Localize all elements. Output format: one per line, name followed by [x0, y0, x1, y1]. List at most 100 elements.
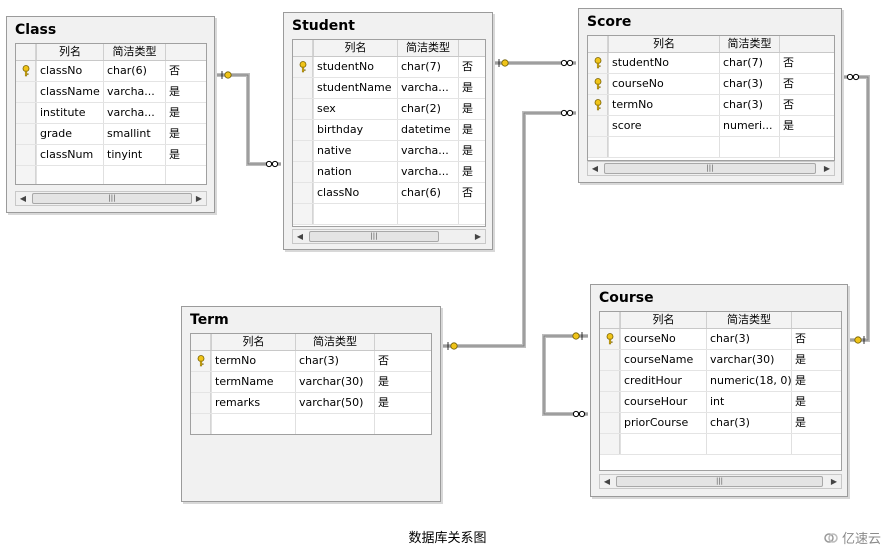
- cell-nullable[interactable]: [165, 166, 206, 184]
- cell-name[interactable]: courseHour: [620, 392, 706, 412]
- cell-nullable[interactable]: 是: [165, 103, 206, 123]
- cell-type[interactable]: char(3): [706, 329, 791, 349]
- table-score[interactable]: Score 列名简洁类型可为空值studentNochar(7)否courseN…: [578, 8, 842, 183]
- cell-name[interactable]: [313, 204, 397, 224]
- row-selector[interactable]: [293, 120, 313, 140]
- type-header[interactable]: 简洁类型: [706, 312, 791, 328]
- cell-name[interactable]: studentName: [313, 78, 397, 98]
- cell-nullable[interactable]: 是: [458, 141, 485, 161]
- cell-type[interactable]: varchar(30): [706, 350, 791, 370]
- row-selector[interactable]: [16, 145, 36, 165]
- cell-type[interactable]: [103, 166, 165, 184]
- cell-nullable[interactable]: 否: [779, 53, 834, 73]
- row-selector[interactable]: [16, 166, 36, 184]
- cell-nullable[interactable]: [374, 414, 431, 434]
- row-selector[interactable]: [293, 78, 313, 98]
- nullable-header[interactable]: 可为空值: [458, 40, 485, 56]
- row-selector[interactable]: [16, 103, 36, 123]
- cell-type[interactable]: smallint: [103, 124, 165, 144]
- scroll-left-arrow[interactable]: ◀: [19, 194, 27, 203]
- row-selector[interactable]: [588, 53, 608, 73]
- cell-type[interactable]: char(3): [706, 413, 791, 433]
- cell-nullable[interactable]: 是: [458, 162, 485, 182]
- cell-name[interactable]: institute: [36, 103, 103, 123]
- cell-nullable[interactable]: [779, 137, 834, 157]
- cell-type[interactable]: char(6): [397, 183, 458, 203]
- table-class[interactable]: Class 列名简洁类型可为空值classNochar(6)否className…: [6, 16, 215, 213]
- row-selector[interactable]: [600, 350, 620, 370]
- cell-type[interactable]: varcha...: [103, 103, 165, 123]
- row-selector[interactable]: [293, 162, 313, 182]
- type-header[interactable]: 简洁类型: [295, 334, 374, 350]
- cell-name[interactable]: priorCourse: [620, 413, 706, 433]
- cell-type[interactable]: char(7): [719, 53, 779, 73]
- cell-type[interactable]: varcha...: [397, 162, 458, 182]
- empty-row[interactable]: [191, 414, 431, 434]
- cell-name[interactable]: creditHour: [620, 371, 706, 391]
- scroll-right-arrow[interactable]: ▶: [474, 232, 482, 241]
- cell-name[interactable]: [36, 166, 103, 184]
- row-selector[interactable]: [588, 116, 608, 136]
- cell-nullable[interactable]: 是: [458, 120, 485, 140]
- cell-nullable[interactable]: 否: [374, 351, 431, 371]
- cell-name[interactable]: termName: [211, 372, 295, 392]
- row-selector[interactable]: [191, 414, 211, 434]
- horizontal-scrollbar[interactable]: ◀ ||| ▶: [15, 191, 207, 206]
- cell-nullable[interactable]: 否: [458, 57, 485, 77]
- row-selector[interactable]: [191, 351, 211, 371]
- table-course[interactable]: Course 列名简洁类型可为空值courseNochar(3)否courseN…: [590, 284, 848, 497]
- horizontal-scrollbar[interactable]: ◀ ||| ▶: [292, 229, 486, 244]
- cell-name[interactable]: nation: [313, 162, 397, 182]
- cell-name[interactable]: termNo: [211, 351, 295, 371]
- cell-nullable[interactable]: [458, 204, 485, 224]
- row-selector[interactable]: [293, 141, 313, 161]
- empty-row[interactable]: [588, 137, 834, 158]
- cell-type[interactable]: char(7): [397, 57, 458, 77]
- cell-nullable[interactable]: 是: [791, 371, 841, 391]
- column-name-header[interactable]: 列名: [608, 36, 719, 52]
- row-selector[interactable]: [293, 57, 313, 77]
- row-selector[interactable]: [588, 74, 608, 94]
- row-selector[interactable]: [600, 413, 620, 433]
- cell-name[interactable]: [608, 137, 719, 157]
- column-name-header[interactable]: 列名: [211, 334, 295, 350]
- cell-type[interactable]: char(6): [103, 61, 165, 81]
- cell-type[interactable]: varcha...: [397, 141, 458, 161]
- row-selector[interactable]: [588, 95, 608, 115]
- cell-name[interactable]: classNo: [313, 183, 397, 203]
- nullable-header[interactable]: 可为空值: [779, 36, 834, 52]
- scroll-thumb[interactable]: |||: [616, 476, 823, 487]
- cell-name[interactable]: [620, 434, 706, 454]
- nullable-header[interactable]: 可为空值: [374, 334, 431, 350]
- cell-nullable[interactable]: 是: [374, 393, 431, 413]
- scroll-thumb[interactable]: |||: [604, 163, 816, 174]
- scroll-thumb[interactable]: |||: [309, 231, 439, 242]
- row-selector[interactable]: [600, 434, 620, 454]
- cell-name[interactable]: birthday: [313, 120, 397, 140]
- cell-name[interactable]: [211, 414, 295, 434]
- cell-name[interactable]: studentNo: [608, 53, 719, 73]
- cell-type[interactable]: varchar(30): [295, 372, 374, 392]
- cell-name[interactable]: className: [36, 82, 103, 102]
- cell-type[interactable]: [719, 137, 779, 157]
- cell-type[interactable]: numeric(18, 0): [706, 371, 791, 391]
- type-header[interactable]: 简洁类型: [719, 36, 779, 52]
- cell-type[interactable]: varcha...: [397, 78, 458, 98]
- row-selector[interactable]: [16, 124, 36, 144]
- scroll-thumb[interactable]: |||: [32, 193, 192, 204]
- cell-name[interactable]: native: [313, 141, 397, 161]
- type-header[interactable]: 简洁类型: [397, 40, 458, 56]
- cell-type[interactable]: varcha...: [103, 82, 165, 102]
